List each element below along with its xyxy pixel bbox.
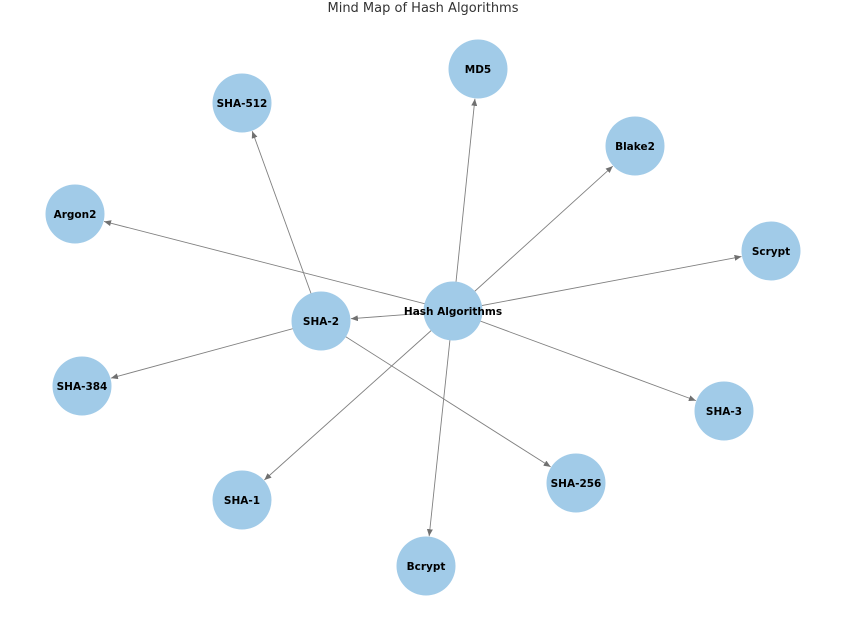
node-label-bcrypt: Bcrypt: [407, 561, 446, 573]
node-label-sha2: SHA-2: [303, 316, 339, 328]
edge-hash-to-md5: [452, 98, 478, 312]
node-circle-hash: [423, 281, 483, 341]
edge-hash-to-sha3: [452, 310, 697, 402]
node-label-blake2: Blake2: [615, 141, 655, 153]
node-circle-argon2: [45, 184, 105, 244]
node-circle-sha512: [212, 73, 272, 133]
node-sha3: SHA-3: [694, 381, 754, 441]
node-argon2: Argon2: [45, 184, 105, 244]
node-bcrypt: Bcrypt: [396, 536, 456, 596]
node-md5: MD5: [448, 39, 508, 99]
diagram-title: Mind Map of Hash Algorithms: [327, 1, 518, 16]
edge-hash-to-bcrypt: [426, 310, 454, 537]
edge-hash-to-argon2: [103, 220, 454, 312]
node-circle-blake2: [605, 116, 665, 176]
edge-hash-to-scrypt: [452, 254, 742, 312]
node-circle-md5: [448, 39, 508, 99]
node-hash: Hash Algorithms: [404, 281, 502, 341]
node-circle-bcrypt: [396, 536, 456, 596]
node-label-sha512: SHA-512: [217, 98, 268, 110]
node-sha2: SHA-2: [291, 291, 351, 351]
edge-sha2-to-sha512: [251, 131, 322, 322]
node-label-md5: MD5: [465, 64, 491, 76]
node-label-hash: Hash Algorithms: [404, 306, 502, 318]
node-circle-sha3: [694, 381, 754, 441]
node-label-argon2: Argon2: [54, 209, 97, 221]
node-sha512: SHA-512: [212, 73, 272, 133]
edge-hash-to-blake2: [452, 165, 614, 312]
node-sha256: SHA-256: [546, 453, 606, 513]
edge-sha2-to-sha384: [110, 320, 322, 380]
node-sha384: SHA-384: [52, 356, 112, 416]
node-circle-scrypt: [741, 221, 801, 281]
node-circle-sha384: [52, 356, 112, 416]
node-scrypt: Scrypt: [741, 221, 801, 281]
node-label-sha3: SHA-3: [706, 406, 742, 418]
node-label-sha256: SHA-256: [551, 478, 602, 490]
node-label-sha384: SHA-384: [57, 381, 108, 393]
node-circle-sha2: [291, 291, 351, 351]
node-label-sha1: SHA-1: [224, 495, 260, 507]
node-circle-sha1: [212, 470, 272, 530]
edges-layer: [103, 98, 742, 537]
node-label-scrypt: Scrypt: [752, 246, 790, 258]
node-blake2: Blake2: [605, 116, 665, 176]
node-sha1: SHA-1: [212, 470, 272, 530]
edge-sha2-to-sha256: [320, 320, 551, 468]
node-circle-sha256: [546, 453, 606, 513]
edge-hash-to-sha1: [264, 310, 454, 481]
